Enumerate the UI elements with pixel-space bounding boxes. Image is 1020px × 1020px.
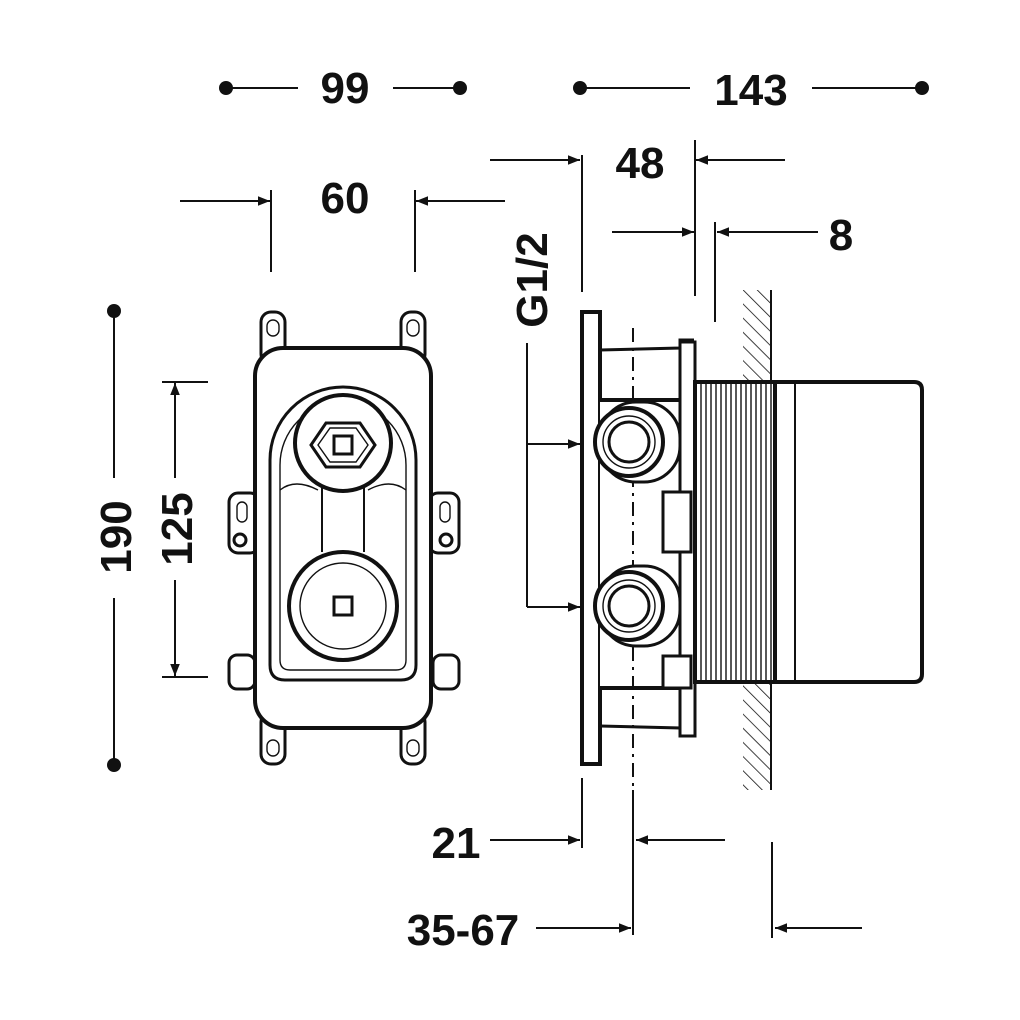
dimension-125: 125 [153,381,208,678]
dimension-label-35-67: 35-67 [407,906,520,955]
dimension-48: 48 [490,139,785,296]
dimension-label-143: 143 [714,66,787,115]
flange-plate [580,310,602,766]
inlet-port [593,406,665,478]
square-spindle [332,434,354,456]
dimension-21: 21 [432,778,725,935]
dimension-99: 99 [219,64,467,113]
dimension-60: 60 [180,174,505,272]
threaded-sleeve [693,380,777,684]
dimension-35-67: 35-67 [407,842,862,955]
dimension-8: 8 [612,211,853,322]
dimension-label-60: 60 [321,174,370,223]
dimension-143: 143 [573,66,929,115]
front-view [227,310,461,766]
outlet-port [593,570,665,642]
side-bracket [227,653,257,691]
side-bracket [431,653,461,691]
dimension-label-190: 190 [92,500,141,573]
dimension-endpoint [107,758,121,772]
dimension-endpoint [915,81,929,95]
dimension-label-48: 48 [616,139,665,188]
dimension-190: 190 [92,304,141,772]
dimension-label-125: 125 [153,492,202,565]
side-view [580,290,924,790]
dimension-label-99: 99 [321,64,370,113]
thread-callout: G1/2 [508,232,580,612]
dimension-label-21: 21 [432,819,481,868]
dimension-endpoint [453,81,467,95]
dimension-label-8: 8 [829,211,853,260]
cover-housing [773,380,924,684]
square-spindle [332,595,354,617]
thread-label: G1/2 [508,232,557,327]
